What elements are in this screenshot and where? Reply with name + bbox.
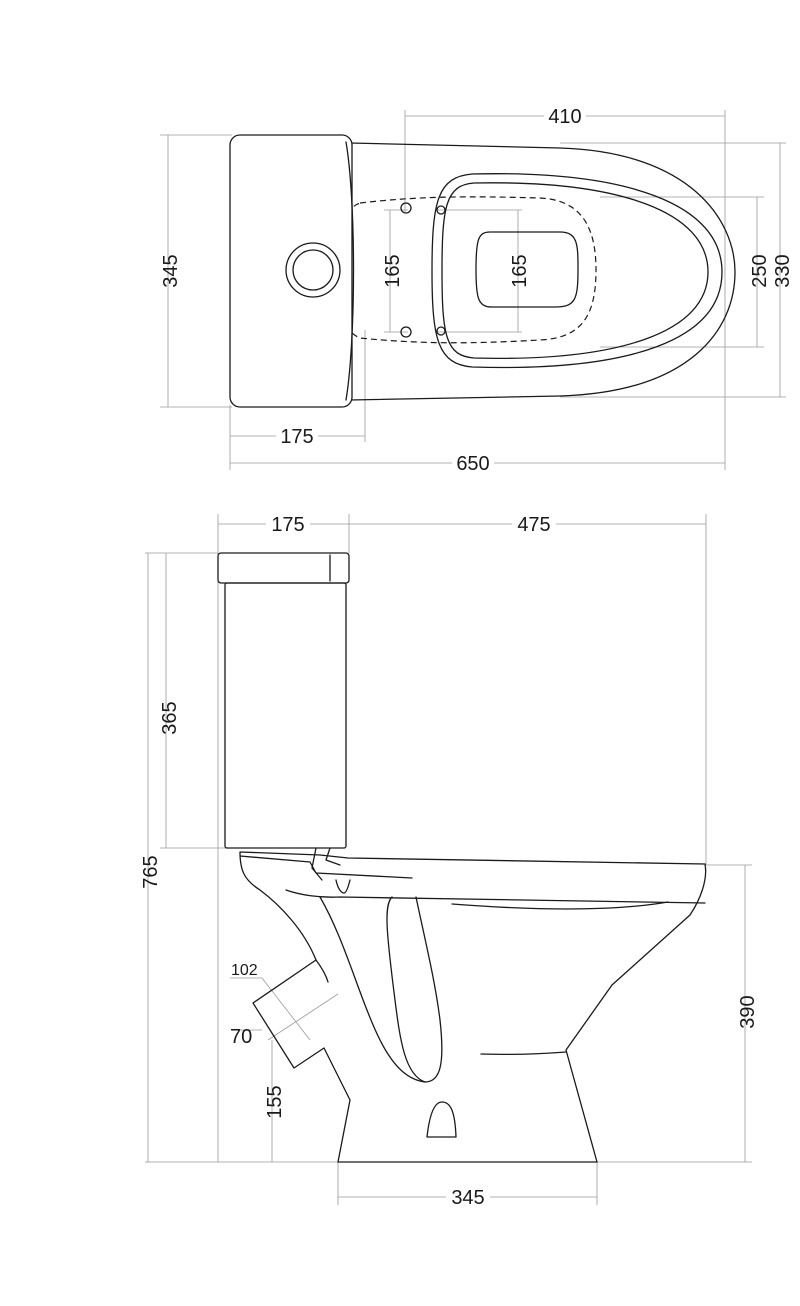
- side-inspection-hole: [426, 1101, 457, 1138]
- dim-165-left: 165: [382, 254, 404, 287]
- flush-button-outer: [285, 242, 341, 298]
- top-dimension-lines: [160, 110, 786, 470]
- seat-hole: [436, 326, 446, 336]
- dim-330: 330: [772, 254, 794, 287]
- dim-765: 765: [140, 855, 162, 888]
- dim-175-side: 175: [271, 514, 304, 536]
- dim-410: 410: [548, 106, 581, 128]
- dim-175-top: 175: [280, 426, 313, 448]
- cistern-body: [224, 582, 347, 849]
- bowl-opening: [475, 231, 579, 308]
- dim-475: 475: [517, 514, 550, 536]
- top-view: 410 345 165 165 250 330 175 650: [160, 104, 794, 475]
- dim-155: 155: [264, 1085, 286, 1118]
- dim-102: 102: [231, 962, 258, 979]
- bowl-side-outline: [239, 851, 707, 1163]
- side-dimension-lines: [145, 514, 752, 1205]
- side-view: 175 475 365 765 102 70 155 390 345: [140, 513, 759, 1209]
- seat-inner-outline: [441, 182, 709, 360]
- dim-165-right: 165: [509, 254, 531, 287]
- dim-650: 650: [456, 453, 489, 475]
- dim-70: 70: [230, 1026, 252, 1048]
- dim-250: 250: [749, 254, 771, 287]
- seat-outline: [431, 173, 723, 369]
- seat-hole: [436, 205, 446, 215]
- dim-345-side: 345: [451, 1187, 484, 1209]
- dim-345-top: 345: [160, 254, 182, 287]
- bowl-hidden-outline: [337, 196, 597, 344]
- bolt-hole: [400, 326, 412, 338]
- dim-365: 365: [159, 701, 181, 734]
- dim-390: 390: [737, 995, 759, 1028]
- cistern-top: [229, 134, 353, 408]
- flush-button-inner: [292, 249, 334, 291]
- bolt-hole: [400, 202, 412, 214]
- bowl-outline-top: [349, 142, 736, 401]
